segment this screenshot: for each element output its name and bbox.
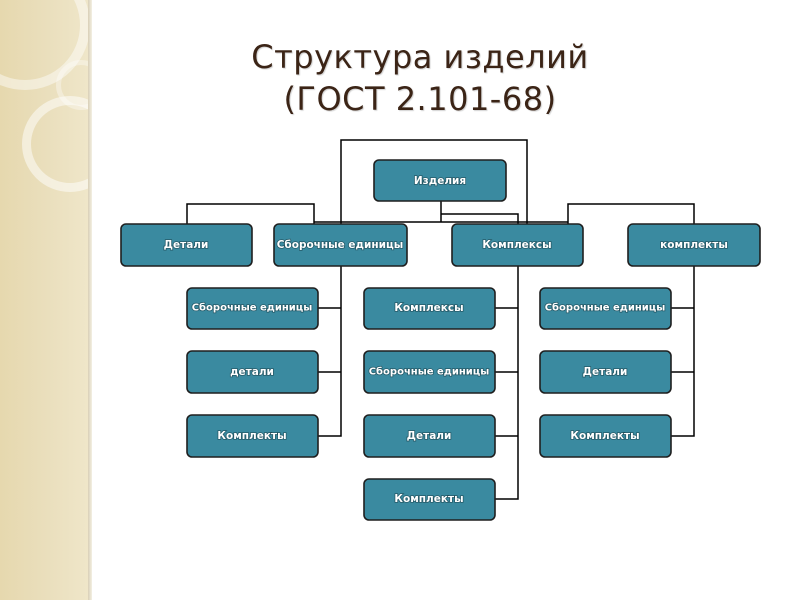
assembly-child-label: Комплекты <box>217 430 286 442</box>
node-complexes: Комплексы <box>451 223 584 267</box>
decorative-ring-small <box>56 60 88 110</box>
title-line-2: (ГОСТ 2.101-68) <box>283 80 557 118</box>
kit-child-details: Детали <box>539 350 672 394</box>
sidebar-edge <box>88 0 92 600</box>
node-assembly-units: Сборочные единицы <box>273 223 408 267</box>
kit-child-label: Детали <box>583 366 628 378</box>
complex-child-details: Детали <box>363 414 496 458</box>
connector-frame <box>340 139 528 224</box>
node-details: Детали <box>120 223 253 267</box>
connector-complex-spine <box>495 266 519 500</box>
complex-child-complexes: Комплексы <box>363 287 496 330</box>
complex-child-label: Комплексы <box>394 302 463 314</box>
connectors <box>186 139 695 500</box>
node-kits-label: комплекты <box>660 239 728 251</box>
complex-child-label: Комплекты <box>394 493 463 505</box>
complex-child-label: Детали <box>407 430 452 442</box>
decorative-ring-top <box>0 0 88 90</box>
title-line-1: Структура изделий <box>251 38 589 76</box>
node-kits: комплекты <box>627 223 761 267</box>
connector-bus-inner <box>441 213 519 224</box>
kit-child-label: Сборочные единицы <box>545 302 666 314</box>
complex-child-label: Сборочные единицы <box>369 366 490 378</box>
kit-child-assembly-units: Сборочные единицы <box>539 287 672 330</box>
kit-child-label: Комплекты <box>570 430 639 442</box>
slide-title: Структура изделий (ГОСТ 2.101-68) <box>160 36 680 120</box>
complex-child-kits: Комплекты <box>363 478 496 521</box>
assembly-child-details: детали <box>186 350 319 394</box>
assembly-child-label: Сборочные единицы <box>192 302 313 314</box>
connector-bus <box>186 203 315 224</box>
decorative-ring-middle <box>22 96 88 192</box>
connector-kit-spine <box>671 266 695 437</box>
assembly-child-kits: Комплекты <box>186 414 319 458</box>
node-complexes-label: Комплексы <box>482 239 551 251</box>
node-details-label: Детали <box>164 239 209 251</box>
node-assembly-units-label: Сборочные единицы <box>277 239 404 251</box>
complex-child-assembly-units: Сборочные единицы <box>363 350 496 394</box>
node-root-label: Изделия <box>414 175 466 187</box>
decorative-sidebar <box>0 0 88 600</box>
connector-assembly-spine <box>318 266 342 437</box>
connector-bus-right <box>567 203 695 224</box>
assembly-child-label: детали <box>230 366 274 378</box>
assembly-child-assembly-units: Сборочные единицы <box>186 287 319 330</box>
node-root: Изделия <box>373 159 507 202</box>
kit-child-kits: Комплекты <box>539 414 672 458</box>
